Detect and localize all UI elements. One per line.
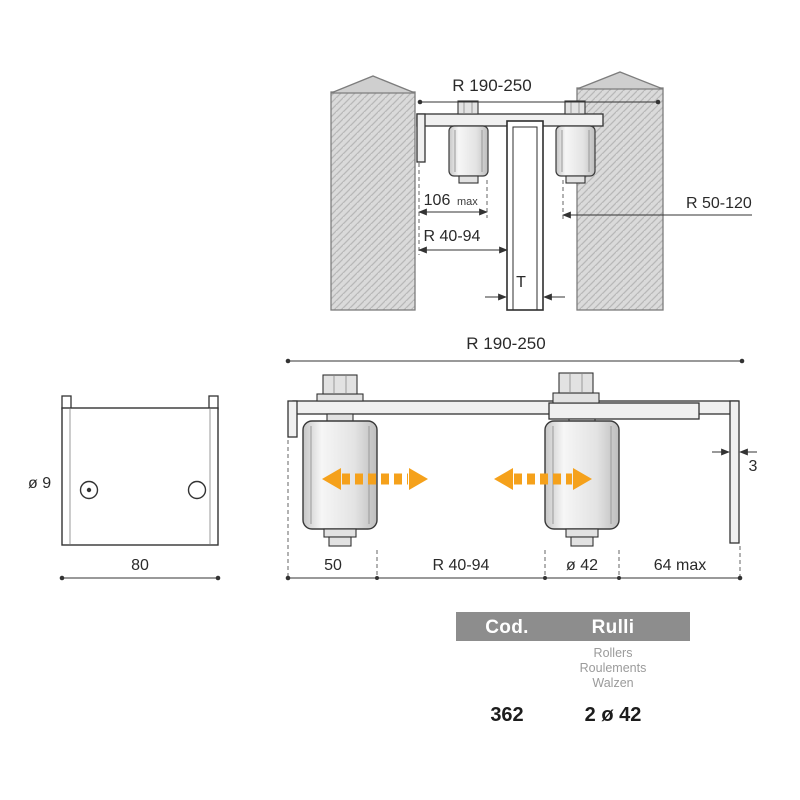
arrow-head-left — [494, 468, 513, 490]
arrow-head-right — [573, 468, 592, 490]
bracket-right-flange — [729, 400, 740, 544]
front-view: R 190-250 106 max R 40-94 R 50-120 T — [330, 71, 752, 311]
plate-hole-center-dot — [86, 487, 92, 493]
gate-profile-inner — [512, 126, 538, 311]
right-post — [576, 71, 664, 311]
plate-view: ø 9 80 — [28, 395, 221, 581]
dim-dot — [375, 576, 379, 580]
left-roller-washer — [323, 528, 357, 538]
bracket-front — [416, 100, 604, 163]
left-bolt-front — [457, 100, 479, 115]
arrow-head-right — [409, 468, 428, 490]
plate-hole-right — [187, 480, 207, 500]
left-post-body — [330, 91, 416, 311]
dim-dot — [285, 575, 291, 581]
adjustment-arrow-right — [494, 468, 592, 490]
right-roller-nut-front — [565, 175, 586, 184]
left-bolt-head — [322, 374, 358, 395]
right-post-cap — [576, 71, 664, 90]
spec-table: Cod. Rulli Rollers Roulements Walzen 362… — [456, 612, 690, 726]
left-roller-nut — [328, 536, 352, 547]
table-header-bar — [456, 612, 690, 641]
dim-dot — [215, 575, 221, 581]
dim-label-width-side: R 190-250 — [466, 334, 545, 353]
right-roller-washer — [565, 528, 599, 538]
dim-label-r40-94-front: R 40-94 — [424, 228, 481, 245]
dim-label-106-max: max — [457, 196, 478, 208]
dim-label-50: 50 — [324, 557, 342, 574]
table-header-cod: Cod. — [485, 617, 528, 638]
dim-label-hole-9: ø 9 — [28, 475, 51, 492]
left-roller-nut-front — [458, 175, 479, 184]
table-header-rulli: Rulli — [592, 617, 635, 638]
plate-tab-left — [61, 395, 72, 410]
roller-carrier-plate — [548, 402, 700, 420]
dim-dot — [59, 575, 65, 581]
dim-label-diameter-42: ø 42 — [566, 557, 598, 574]
rollers-front — [448, 125, 596, 184]
right-roller-nut — [570, 536, 594, 547]
bracket-side — [287, 372, 740, 544]
left-bolt-washer — [316, 393, 364, 402]
dim-dot — [737, 575, 743, 581]
plate-outline — [61, 407, 219, 546]
side-view-bottom-dims: 50 R 40-94 ø 42 64 max — [285, 440, 743, 581]
table-subheader-walzen: Walzen — [592, 676, 633, 690]
dim-label-106: 106 — [424, 192, 451, 209]
gate-profile — [506, 120, 544, 311]
right-bolt-washer — [552, 392, 600, 404]
dim-dot — [285, 358, 291, 364]
bracket-left-flange-front — [416, 113, 426, 163]
right-bolt-front — [564, 100, 586, 115]
front-view-dimensions: R 190-250 106 max R 40-94 R 50-120 T — [417, 76, 752, 301]
side-view: R 190-250 — [285, 334, 758, 581]
table-value-rulli: 2 ø 42 — [585, 704, 642, 726]
dim-dot — [739, 358, 745, 364]
dim-label-thickness-t: T — [516, 274, 526, 291]
flange-thickness-dim: 3 — [712, 448, 758, 475]
dim-label-r40-94-side: R 40-94 — [433, 557, 490, 574]
right-bolt-head — [558, 372, 594, 394]
table-value-cod: 362 — [490, 704, 523, 726]
dim-label-r50-120: R 50-120 — [686, 195, 752, 212]
plate-tab-right — [208, 395, 219, 410]
dim-dot — [617, 576, 621, 580]
dim-label-flange-3: 3 — [749, 458, 758, 475]
dim-label-width-front: R 190-250 — [452, 76, 531, 95]
dim-dot — [655, 99, 661, 105]
adjustment-arrow-left — [322, 468, 428, 490]
dim-label-64-max: 64 max — [654, 557, 706, 574]
dim-label-plate-80: 80 — [131, 557, 149, 574]
dim-dot — [417, 99, 423, 105]
left-post — [330, 75, 416, 311]
arrow-head-left — [322, 468, 341, 490]
table-subheader-rollers: Rollers — [594, 646, 633, 660]
dim-dot — [543, 576, 547, 580]
table-subheader-roulements: Roulements — [580, 661, 647, 675]
bracket-left-tab — [287, 400, 298, 438]
left-post-cap — [330, 75, 416, 94]
